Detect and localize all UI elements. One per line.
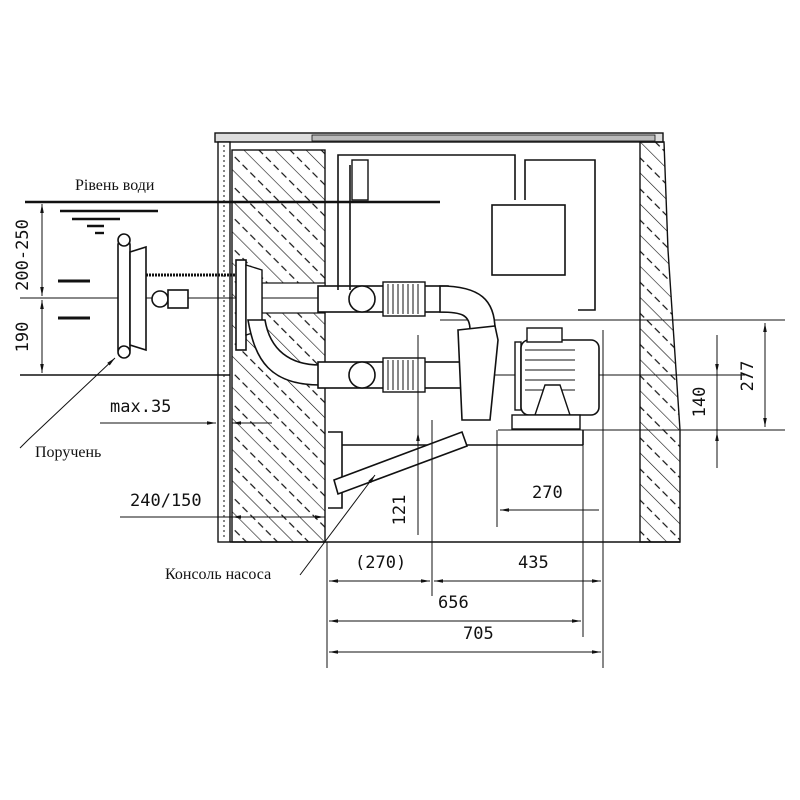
pump-console-label: Консоль насоса [165,566,271,583]
water-level-label: Рівень води [75,177,155,194]
top-slab [214,132,664,143]
dim-240-150-label: 240/150 [130,491,202,511]
dim-190-label: 190 [13,322,33,353]
dim-270-label: 270 [532,483,563,503]
handrail [58,233,240,359]
pipe-upper [317,281,496,331]
conduit [337,154,596,311]
dim-200-250-label: 200-250 [13,219,33,291]
wall-inlet-fitting [235,259,321,386]
handrail-leader [19,357,116,449]
dim-max35-label: max.35 [110,397,171,417]
dim-277-label: 277 [738,361,758,392]
water-level-mark [25,200,440,235]
dim-121-label: 121 [390,495,410,526]
pump-motor [457,325,600,430]
dim-270-lower-label: (270) [355,553,406,573]
dim-705-label: 705 [463,624,494,644]
valve-upper-icon [348,285,376,313]
pump-console [328,430,584,509]
pipe-lower [317,357,469,393]
bottom-extension-lines [326,330,604,668]
wall-right [639,141,681,543]
console-leader [299,474,376,576]
dim-140-label: 140 [690,387,710,418]
valve-lower-icon [348,361,376,389]
dim-656-label: 656 [438,593,469,613]
junction-box [491,204,566,276]
dim-435-label: 435 [518,553,549,573]
handrail-label: Поручень [35,444,101,461]
